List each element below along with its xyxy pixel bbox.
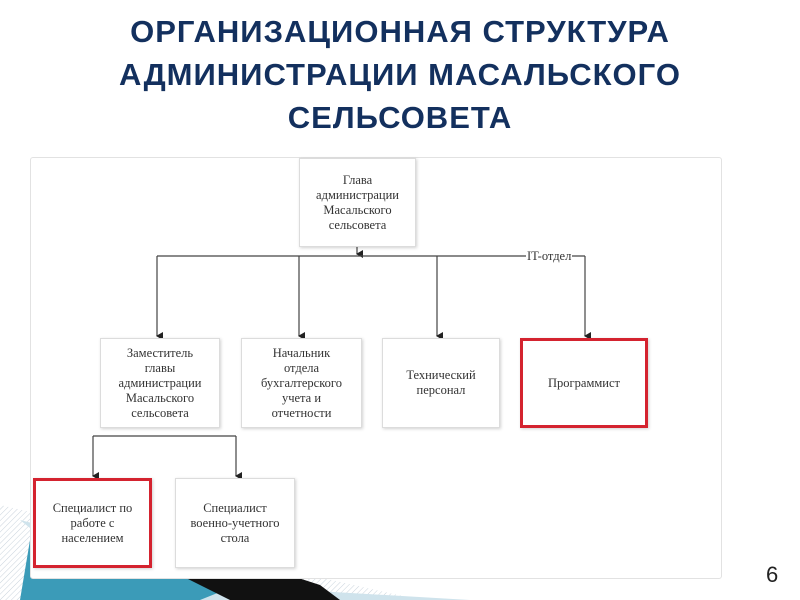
population-specialist-box: Специалист по работе с населением (33, 478, 152, 568)
programmer-box: Программист (520, 338, 648, 428)
title-line: СЕЛЬСОВЕТА (287, 100, 513, 135)
page-number: 6 (766, 562, 779, 587)
deputy-head-box: Заместитель главы администрации Масальск… (100, 338, 220, 428)
military-registration-specialist-box: Специалист военно-учетного стола (175, 478, 295, 568)
technical-staff-box: Технический персонал (382, 338, 500, 428)
slide-title: ОРГАНИЗАЦИОННАЯ СТРУКТУРА АДМИНИСТРАЦИИ … (0, 10, 800, 139)
it-department-label: IT-отдел (526, 249, 573, 264)
accounting-head-box: Начальник отдела бухгалтерского учета и … (241, 338, 362, 428)
title-line: АДМИНИСТРАЦИИ МАСАЛЬСКОГО (119, 57, 681, 92)
head-of-administration-box: Глава администрации Масальского сельсове… (299, 158, 416, 247)
title-line: ОРГАНИЗАЦИОННАЯ СТРУКТУРА (130, 14, 670, 49)
